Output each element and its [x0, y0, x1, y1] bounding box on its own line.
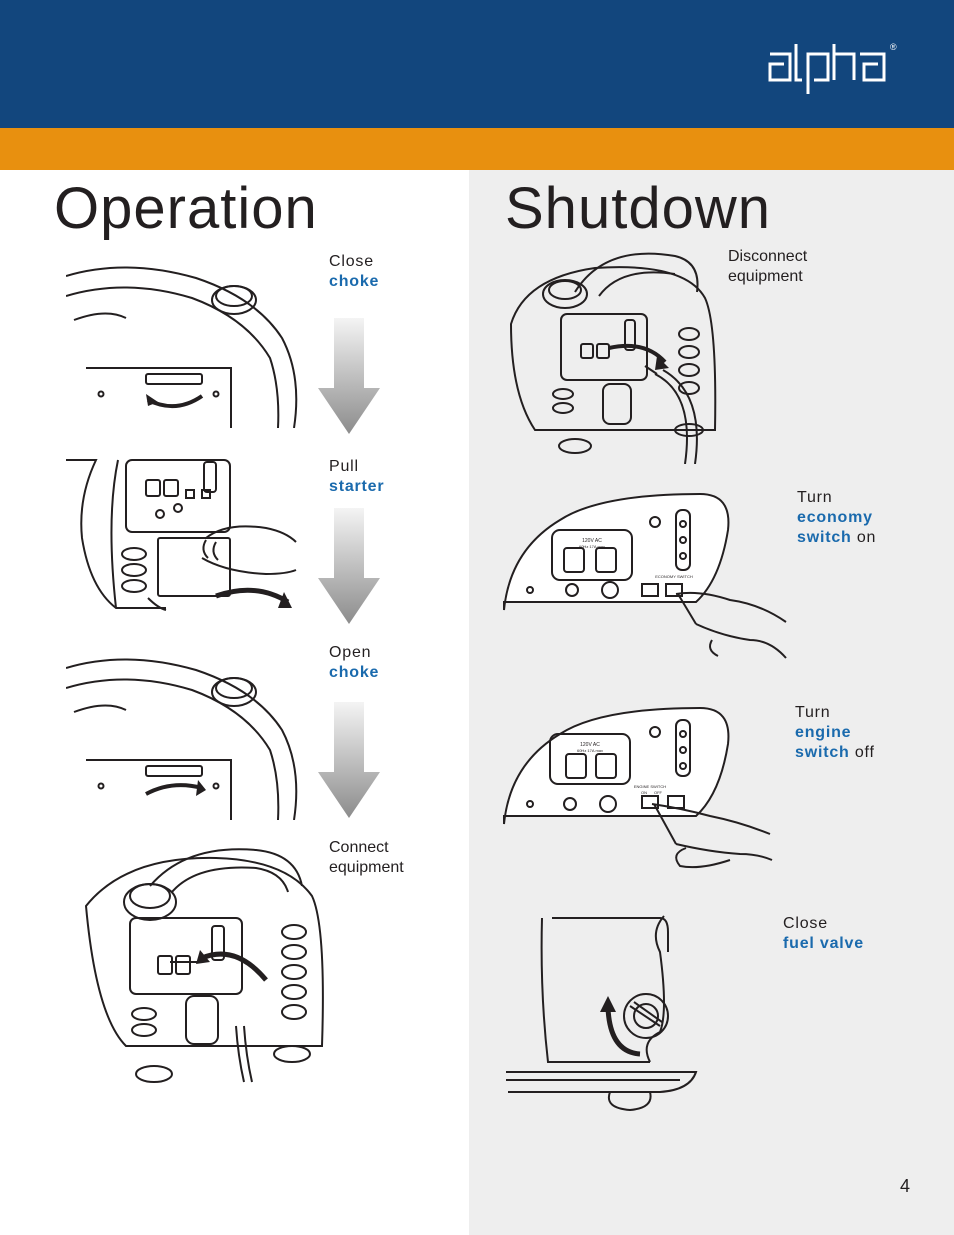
step-turn-engine-switch-off: Turn engine switch off	[795, 704, 875, 761]
operation-title: Operation	[54, 176, 318, 241]
on-label: ON	[641, 790, 647, 795]
voltage-label: 120V AC	[582, 538, 602, 544]
registered-mark: ®	[890, 42, 897, 52]
step-open-choke: Open choke	[329, 644, 380, 681]
fuel-valve-illustration	[506, 915, 698, 1112]
step-connect-equipment: Connect equipment	[329, 839, 404, 876]
shutdown-panel-background	[469, 170, 954, 1235]
shutdown-title: Shutdown	[505, 176, 771, 241]
page-number: 4	[900, 1176, 911, 1196]
generator-connect-illustration	[84, 848, 324, 1083]
frequency-label-2: 60Hz 17A max	[577, 748, 603, 753]
step-close-fuel-valve: Close fuel valve	[783, 915, 864, 952]
step-disconnect-equipment: Disconnect equipment	[728, 248, 808, 285]
economy-switch-panel-illustration: 120V AC 60Hz 17A max ECONOMY SWITCH	[503, 492, 787, 659]
alpha-logo	[768, 44, 886, 94]
down-arrow-icon-2	[318, 508, 380, 624]
step-turn-economy-switch-on: Turn economy switch on	[797, 489, 877, 546]
header-accent-bar	[0, 128, 954, 170]
economy-switch-label: ECONOMY SWITCH	[655, 574, 693, 579]
step-close-choke: Close choke	[329, 253, 380, 290]
step-pull-starter: Pull starter	[329, 458, 385, 495]
generator-starter-illustration	[66, 459, 297, 611]
down-arrow-icon-3	[318, 702, 380, 818]
down-arrow-icon-1	[318, 318, 380, 434]
off-label: OFF	[654, 790, 663, 795]
frequency-label: 60Hz 17A max	[579, 544, 605, 549]
generator-top-illustration-1	[66, 266, 298, 428]
engine-switch-label: ENGINE SWITCH	[634, 784, 666, 789]
generator-top-illustration-2	[66, 658, 298, 820]
voltage-label-2: 120V AC	[580, 742, 600, 748]
generator-disconnect-illustration	[509, 252, 717, 464]
engine-switch-panel-illustration: 120V AC 60Hz 17A max ENGINE SWITCH ON OF…	[503, 706, 773, 869]
